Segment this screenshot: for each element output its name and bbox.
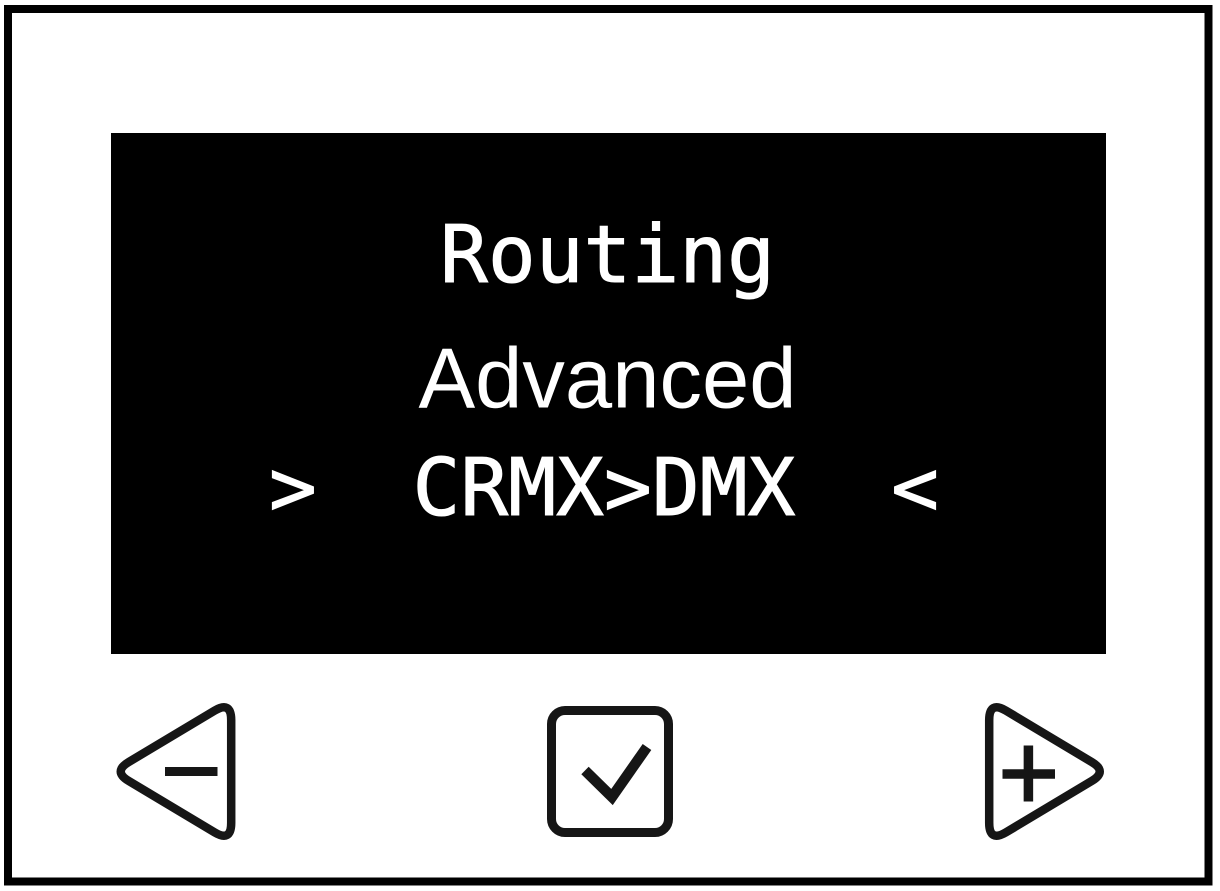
svg-text:Routing: Routing xyxy=(440,208,775,301)
svg-text:Advanced: Advanced xyxy=(418,332,796,427)
svg-text:> CRMX>DMX <: > CRMX>DMX < xyxy=(269,441,939,534)
